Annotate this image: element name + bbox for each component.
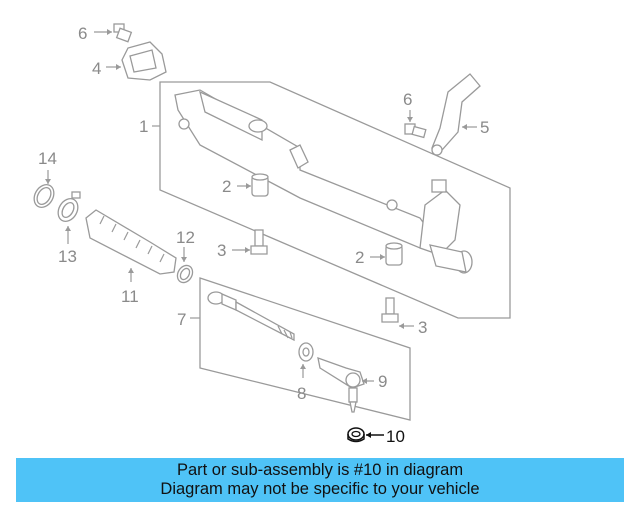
callout-5: 5 <box>480 118 489 137</box>
bolt-upper <box>250 229 268 255</box>
callout-7: 7 <box>177 310 186 329</box>
bolt-lower <box>381 297 399 323</box>
callout-1: 1 <box>139 117 148 136</box>
mounting-bracket <box>121 41 167 81</box>
callout-4: 4 <box>92 59 101 78</box>
bracket-bolt <box>113 23 133 43</box>
tie-rod-end <box>317 357 365 413</box>
callout-12: 12 <box>176 228 195 247</box>
banner-line-1: Part or sub-assembly is #10 in diagram <box>176 461 464 479</box>
nut-part-10[interactable] <box>347 427 365 443</box>
callout-14: 14 <box>38 149 57 168</box>
info-banner: Part or sub-assembly is #10 in diagram D… <box>16 458 624 502</box>
boot-clamp-large <box>57 191 81 222</box>
arm-bolt <box>404 123 427 139</box>
callout-2-upper: 2 <box>222 177 231 196</box>
steering-arm <box>431 73 481 156</box>
callout-2-lower: 2 <box>355 248 364 267</box>
jam-nut <box>298 342 314 362</box>
rack-boot <box>85 209 177 275</box>
leader-arrowheads <box>45 29 467 384</box>
callout-11: 11 <box>121 287 139 306</box>
callout-9: 9 <box>378 372 387 391</box>
callout-10: 10 <box>386 427 405 446</box>
callout-6-lower: 6 <box>403 90 412 109</box>
boot-clamp-small <box>176 264 194 284</box>
steering-rack <box>174 89 473 274</box>
callout-3-upper: 3 <box>217 241 226 260</box>
callout-8: 8 <box>297 384 306 403</box>
banner-line-2: Diagram may not be specific to your vehi… <box>160 480 480 498</box>
callout-3-lower: 3 <box>418 318 427 337</box>
bushing-lower <box>385 242 403 266</box>
bushing-upper <box>251 173 269 197</box>
ring <box>33 184 55 208</box>
inner-tie-rod <box>207 291 295 342</box>
callout-13: 13 <box>58 247 77 266</box>
callout-6-upper: 6 <box>78 24 87 43</box>
